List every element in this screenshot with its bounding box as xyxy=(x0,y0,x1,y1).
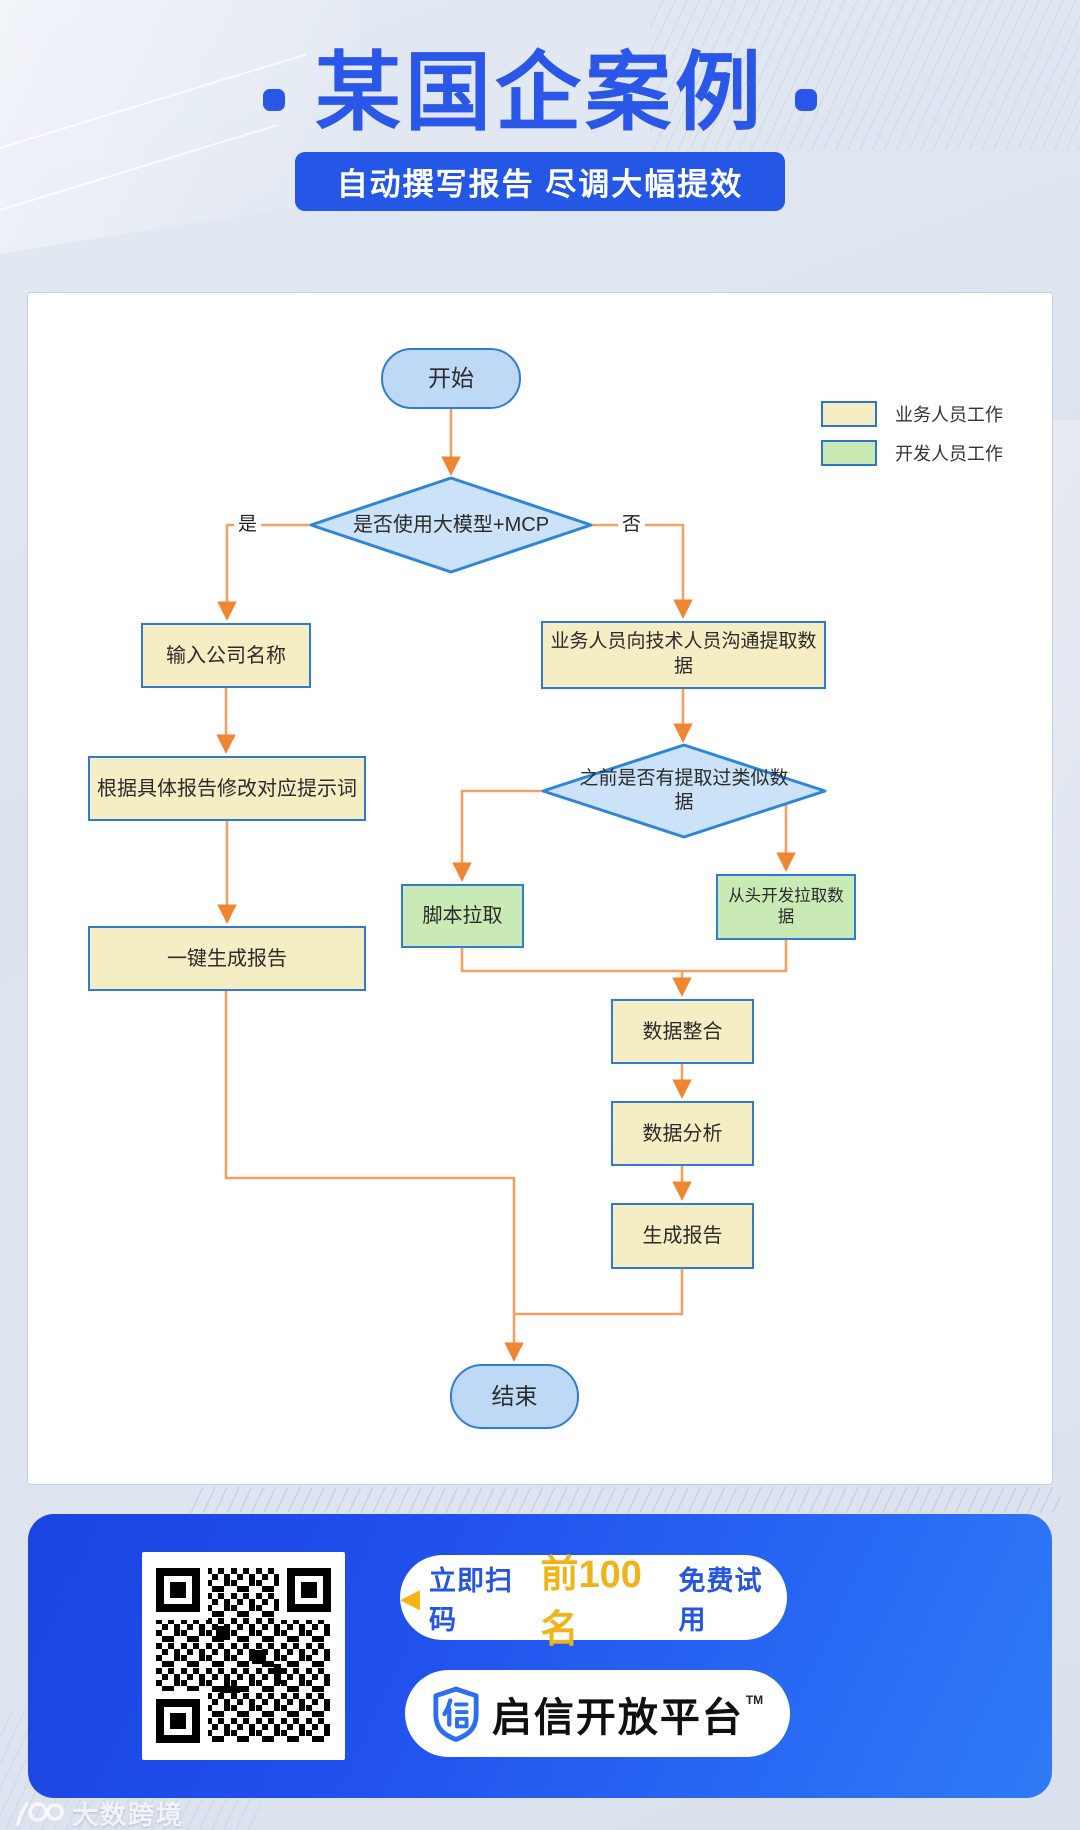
step-communicate-extract: 业务人员向技术人员沟通提取数据 xyxy=(541,621,826,689)
qixin-shield-icon xyxy=(433,1686,479,1742)
decision-diamond-llm-mcp xyxy=(309,476,593,574)
legend-item-developer: 开发人员工作 xyxy=(821,440,1003,466)
watermark: 大数跨境 xyxy=(12,1795,184,1830)
brand-trademark: TM xyxy=(745,1692,764,1707)
brand-pill: 启信开放平台 TM xyxy=(405,1670,790,1757)
cta-highlight-text: 前100名 xyxy=(540,1553,642,1651)
legend-label: 业务人员工作 xyxy=(895,405,1003,425)
cta-suffix-text: 免费试用 xyxy=(678,1565,763,1635)
title-dot-left xyxy=(263,89,285,112)
decision-label-llm-mcp: 是否使用大模型+MCP xyxy=(352,513,550,536)
edge-label-no: 否 xyxy=(618,512,646,538)
flowchart-card: 业务人员工作 开发人员工作 开始 是否使用大模型+MCP 是 否 输入公司名称 … xyxy=(27,292,1053,1485)
decision-diamond-similar-data xyxy=(541,743,827,839)
step-data-integration: 数据整合 xyxy=(611,999,754,1064)
left-arrow-icon: ◀ xyxy=(400,1582,420,1613)
cta-prefix-text: 立即扫码 xyxy=(429,1565,513,1635)
edge-label-yes: 是 xyxy=(234,512,262,538)
step-develop-pull: 从头开发拉取数据 xyxy=(716,874,856,940)
step-modify-prompt: 根据具体报告修改对应提示词 xyxy=(88,756,366,821)
cta-banner: ◀ 立即扫码 前100名 免费试用 启信开放平台 TM xyxy=(28,1514,1052,1798)
subtitle-badge: 自动撰写报告 尽调大幅提效 xyxy=(294,152,786,212)
background-hatch xyxy=(190,1487,1060,1513)
qr-code xyxy=(142,1552,345,1760)
step-input-company: 输入公司名称 xyxy=(141,623,311,688)
background-hatch xyxy=(650,0,1080,150)
legend-item-business: 业务人员工作 xyxy=(821,401,1003,427)
step-generate-report: 生成报告 xyxy=(611,1203,754,1269)
page-title: 某国企案例 xyxy=(0,0,1080,138)
legend-label: 开发人员工作 xyxy=(895,444,1003,464)
watermark-text: 大数跨境 xyxy=(72,1800,185,1830)
end-node: 结束 xyxy=(450,1364,579,1429)
step-one-click-report: 一键生成报告 xyxy=(88,926,366,991)
start-node: 开始 xyxy=(381,348,521,409)
dashu-logo-icon xyxy=(16,1801,64,1826)
subtitle-text: 自动撰写报告 尽调大幅提效 xyxy=(336,167,744,203)
decision-label-similar-data: 之前是否有提取过类似数据 xyxy=(579,768,789,813)
title-text: 某国企案例 xyxy=(315,45,765,141)
step-data-analysis: 数据分析 xyxy=(611,1101,754,1166)
cta-pill: ◀ 立即扫码 前100名 免费试用 xyxy=(400,1554,787,1651)
legend-swatch-green xyxy=(821,440,877,466)
step-script-pull: 脚本拉取 xyxy=(401,884,524,948)
qr-finder-patterns xyxy=(156,1568,331,1743)
legend-swatch-yellow xyxy=(821,401,877,427)
brand-name: 启信开放平台 xyxy=(491,1695,744,1740)
flow-connectors xyxy=(216,409,827,1362)
title-dot-right xyxy=(795,89,817,112)
decision-diamonds xyxy=(309,476,827,839)
